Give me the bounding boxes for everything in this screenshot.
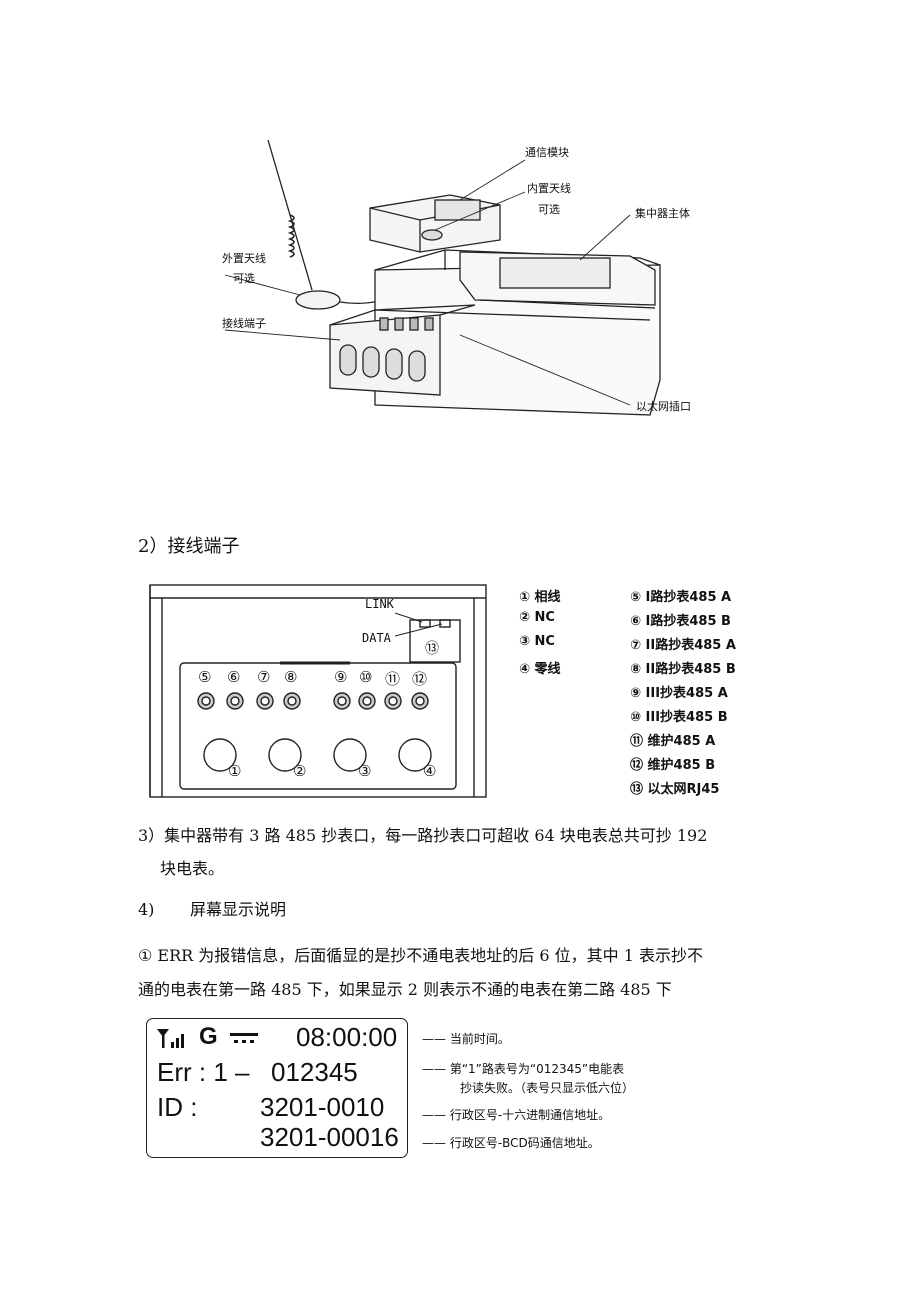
- label-ethernet: 以太网插口: [636, 400, 691, 413]
- legend-right-8: ⑧ II路抄表485 B: [630, 662, 736, 677]
- port-5-number: ⑤: [198, 668, 212, 686]
- legend-right-7: ⑦ II路抄表485 A: [630, 638, 736, 653]
- lcd-err-value: 012345: [271, 1057, 358, 1087]
- port-3-number: ③: [358, 762, 372, 780]
- legend-right-9: ⑨ III抄表485 A: [630, 686, 728, 701]
- terminal-block-diagram: [149, 584, 487, 798]
- legend-left-4: ④ 零线: [519, 662, 561, 677]
- label-external-antenna-optional: 可选: [233, 272, 255, 285]
- label-concentrator-body: 集中器主体: [635, 207, 690, 220]
- label-internal-antenna-optional: 可选: [538, 203, 560, 216]
- section-3-line-2: 块电表。: [160, 859, 225, 878]
- port-12-number: ⑫: [412, 670, 428, 688]
- port-10-number: ⑩: [359, 668, 373, 686]
- note-current-time: —— 当前时间。: [422, 1032, 510, 1046]
- section-4-para-line-1: ① ERR 为报错信息，后面循显的是抄不通电表地址的后 6 位，其中 1 表示抄…: [138, 946, 703, 965]
- legend-right-13: ⑬ 以太网RJ45: [630, 782, 720, 797]
- label-comm-module: 通信模块: [525, 146, 569, 159]
- network-type-g: G: [199, 1023, 218, 1050]
- lcd-err-prefix: Err : 1 –: [157, 1057, 250, 1087]
- section-4-para-line-2: 通的电表在第一路 485 下，如果显示 2 则表示不通的电表在第二路 485 下: [138, 980, 672, 999]
- note-bcd-address: —— 行政区号-BCD码通信地址。: [422, 1136, 600, 1150]
- label-internal-antenna: 内置天线: [527, 182, 571, 195]
- lcd-id-label: ID :: [157, 1092, 198, 1122]
- lcd-id-bcd: 3201-00016: [260, 1122, 399, 1152]
- port-4-number: ④: [423, 762, 437, 780]
- note-hex-address: —— 行政区号-十六进制通信地址。: [422, 1108, 611, 1122]
- section-4-heading-text: 屏幕显示说明: [190, 900, 287, 919]
- port-13-number: ⑬: [425, 641, 439, 657]
- legend-left-1: ① 相线: [519, 590, 561, 605]
- label-external-antenna: 外置天线: [222, 252, 266, 265]
- port-1-number: ①: [228, 762, 242, 780]
- section-4-heading-number: 4): [138, 900, 155, 919]
- link-label: LINK: [365, 597, 394, 611]
- port-8-number: ⑧: [284, 668, 298, 686]
- lcd-time: 08:00:00: [296, 1022, 398, 1052]
- section-3-line-1: 3）集中器带有 3 路 485 抄表口，每一路抄表口可超收 64 块电表总共可抄…: [138, 826, 708, 845]
- section-2-heading: 2）接线端子: [138, 536, 240, 557]
- label-terminal: 接线端子: [222, 317, 266, 330]
- lcd-id-hex: 3201-0010: [260, 1092, 385, 1122]
- legend-right-11: ⑪ 维护485 A: [630, 734, 716, 749]
- legend-left-3: ③ NC: [519, 634, 555, 649]
- port-6-number: ⑥: [227, 668, 241, 686]
- port-9-number: ⑨: [334, 668, 348, 686]
- legend-right-5: ⑤ I路抄表485 A: [630, 590, 732, 605]
- port-11-number: ⑪: [385, 670, 401, 688]
- legend-right-12: ⑫ 维护485 B: [630, 758, 716, 773]
- legend-right-10: ⑩ III抄表485 B: [630, 710, 728, 725]
- port-2-number: ②: [293, 762, 307, 780]
- ethernet-status-icon: [230, 1033, 258, 1043]
- port-7-number: ⑦: [257, 668, 271, 686]
- device-exploded-diagram: [224, 139, 661, 416]
- legend-right-6: ⑥ I路抄表485 B: [630, 614, 731, 629]
- lcd-screen: G 08:00:00 Err : 1 – 012345 ID : 3201-00…: [146, 1018, 408, 1158]
- signal-strength-icon: [157, 1029, 184, 1048]
- legend-left-2: ② NC: [519, 610, 555, 625]
- note-err-line-2: 抄读失败。（表号只显示低六位）: [460, 1081, 635, 1095]
- data-label: DATA: [362, 631, 391, 645]
- note-err-line-1: —— 第“1”路表号为“012345”电能表: [422, 1062, 625, 1076]
